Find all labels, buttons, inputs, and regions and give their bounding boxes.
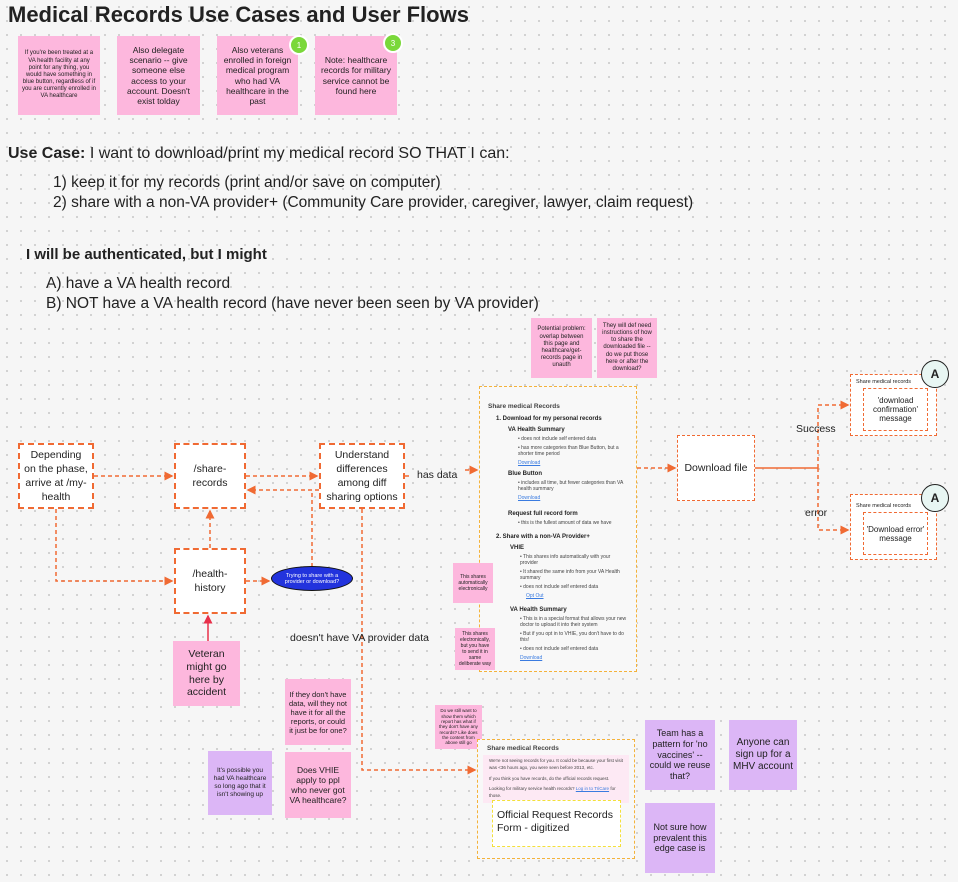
label-has-data: has data [417,469,458,481]
tricare-link[interactable]: Log in to TriCare [575,786,610,792]
use-case-item: 2) share with a non-VA provider+ (Commun… [53,194,694,211]
alert-text: for those. [489,786,616,798]
official-request-form[interactable]: Official Request Records Form - digitize… [492,800,621,847]
note-show-report: Do we still want to show them which repo… [435,705,482,749]
alert-text: Looking for military service health reco… [489,786,576,792]
note-no-vaccines: Team has a pattern for 'no vaccines' -- … [645,720,715,790]
use-case-item: 1) keep it for my records (print and/or … [53,174,441,191]
no-records-title: Share medical Records [487,745,559,752]
panel-request-form[interactable]: Request full record form [508,511,578,517]
connector-a: A [921,484,949,512]
comment-count-badge[interactable]: 3 [383,33,403,53]
comment-count-badge[interactable]: 1 [289,35,309,55]
panel-item: • includes all time, but fewer categorie… [518,480,624,492]
panel-item: • has more categories than Blue Button, … [518,445,619,457]
flow-share-records[interactable]: /share-records [174,443,246,509]
note-overlap: Potential problem: overlap between this … [531,318,592,378]
error-title: Share medical records [856,503,912,509]
panel-vhie: VHIE [510,545,525,551]
note-no-data-question: If they don't have data, will they not h… [285,679,351,745]
question-bubble[interactable]: Trying to share with a provider or downl… [271,566,353,591]
use-case-text: I want to download/print my medical reco… [85,145,510,162]
download-link[interactable]: Download [518,460,541,466]
panel-title: Share medical Records [488,403,560,410]
success-screen: Share medical records 'download confirma… [850,374,937,436]
alert-text: We're not seeing records for you. It cou… [489,758,623,770]
flow-start[interactable]: Depending on the phase, arrive at /my-he… [18,443,94,509]
connector-a: A [921,360,949,388]
download-link[interactable]: Download [518,495,541,501]
label-error: error [805,507,828,519]
no-records-alert: We're not seeing records for you. It cou… [483,755,629,803]
panel-item: • this is the fullest amount of data we … [518,520,612,526]
note-military: Note: healthcare records for military se… [315,36,397,115]
panel-vahs: VA Health Summary [508,427,565,433]
share-panel: Share medical Records 1. Download for my… [479,386,637,672]
success-message: 'download confirmation' message [863,388,928,431]
panel-item: • But if you opt in to VHIE, you don't h… [520,631,624,643]
arrow-to-success [817,400,850,468]
note-mhv-signup: Anyone can sign up for a MHV account [729,720,797,790]
arrow-understand-to-panel [405,470,477,476]
panel-item: • does not include self entered data [518,436,597,442]
note-deliberate-share: This shares electronically, but you have… [455,628,495,670]
arrow-start-to-history [55,509,174,586]
note-veteran-accident: Veteran might go here by accident [173,641,240,706]
note-auto-share: This shares automatically electronically [453,563,493,603]
page-title: Medical Records Use Cases and User Flows [8,2,469,27]
panel-bb: Blue Button [508,471,542,477]
note-delegate: Also delegate scenario -- give someone e… [117,36,200,115]
note-instructions: They will def need instructions of how t… [597,318,657,378]
opt-out-checkbox[interactable]: Opt Out [526,593,544,599]
panel-item: • does not include self entered data [520,584,599,590]
auth-item: B) NOT have a VA health record (have nev… [46,295,539,312]
auth-heading: I will be authenticated, but I might [26,246,267,263]
note-vhie-question: Does VHIE apply to ppl who never got VA … [285,752,351,818]
flow-understand[interactable]: Understand differences among diff sharin… [319,443,405,509]
alert-text: If you think you have records, do the of… [489,775,610,781]
arrow-understand-to-nodata [361,509,477,775]
note-edge-case: Not sure how prevalent this edge case is [645,803,715,873]
success-title: Share medical records [856,379,912,385]
flow-health-history[interactable]: /health-history [174,548,246,614]
no-records-panel: Share medical Records We're not seeing r… [477,739,635,859]
use-case-label: Use Case: [8,145,86,162]
note-long-ago: It's possible you had VA healthcare so l… [208,751,272,815]
panel-section-2: 2. Share with a non-VA Provider+ [496,534,590,540]
label-success: Success [796,423,836,435]
flow-download-file[interactable]: Download file [677,435,755,501]
panel-item: • This is in a special format that allow… [520,616,627,628]
panel-item: • This shares info automatically with yo… [520,554,611,566]
use-case: Use Case: I want to download/print my me… [8,145,510,163]
panel-section-1: 1. Download for my personal records [496,416,602,422]
panel-vahs2: VA Health Summary [510,607,567,613]
download-link[interactable]: Download [520,655,543,661]
note-blue-button: If you're been treated at a VA health fa… [18,36,100,115]
auth-item: A) have a VA health record [46,275,231,292]
label-no-data: doesn't have VA provider data [290,632,429,644]
panel-item: • It shared the same info from your VA H… [520,569,620,581]
arrow-to-error [817,468,850,535]
panel-item: • does not include self entered data [520,646,599,652]
note-foreign-program: Also veterans enrolled in foreign medica… [217,36,298,115]
error-message: 'Download error' message [863,512,928,555]
